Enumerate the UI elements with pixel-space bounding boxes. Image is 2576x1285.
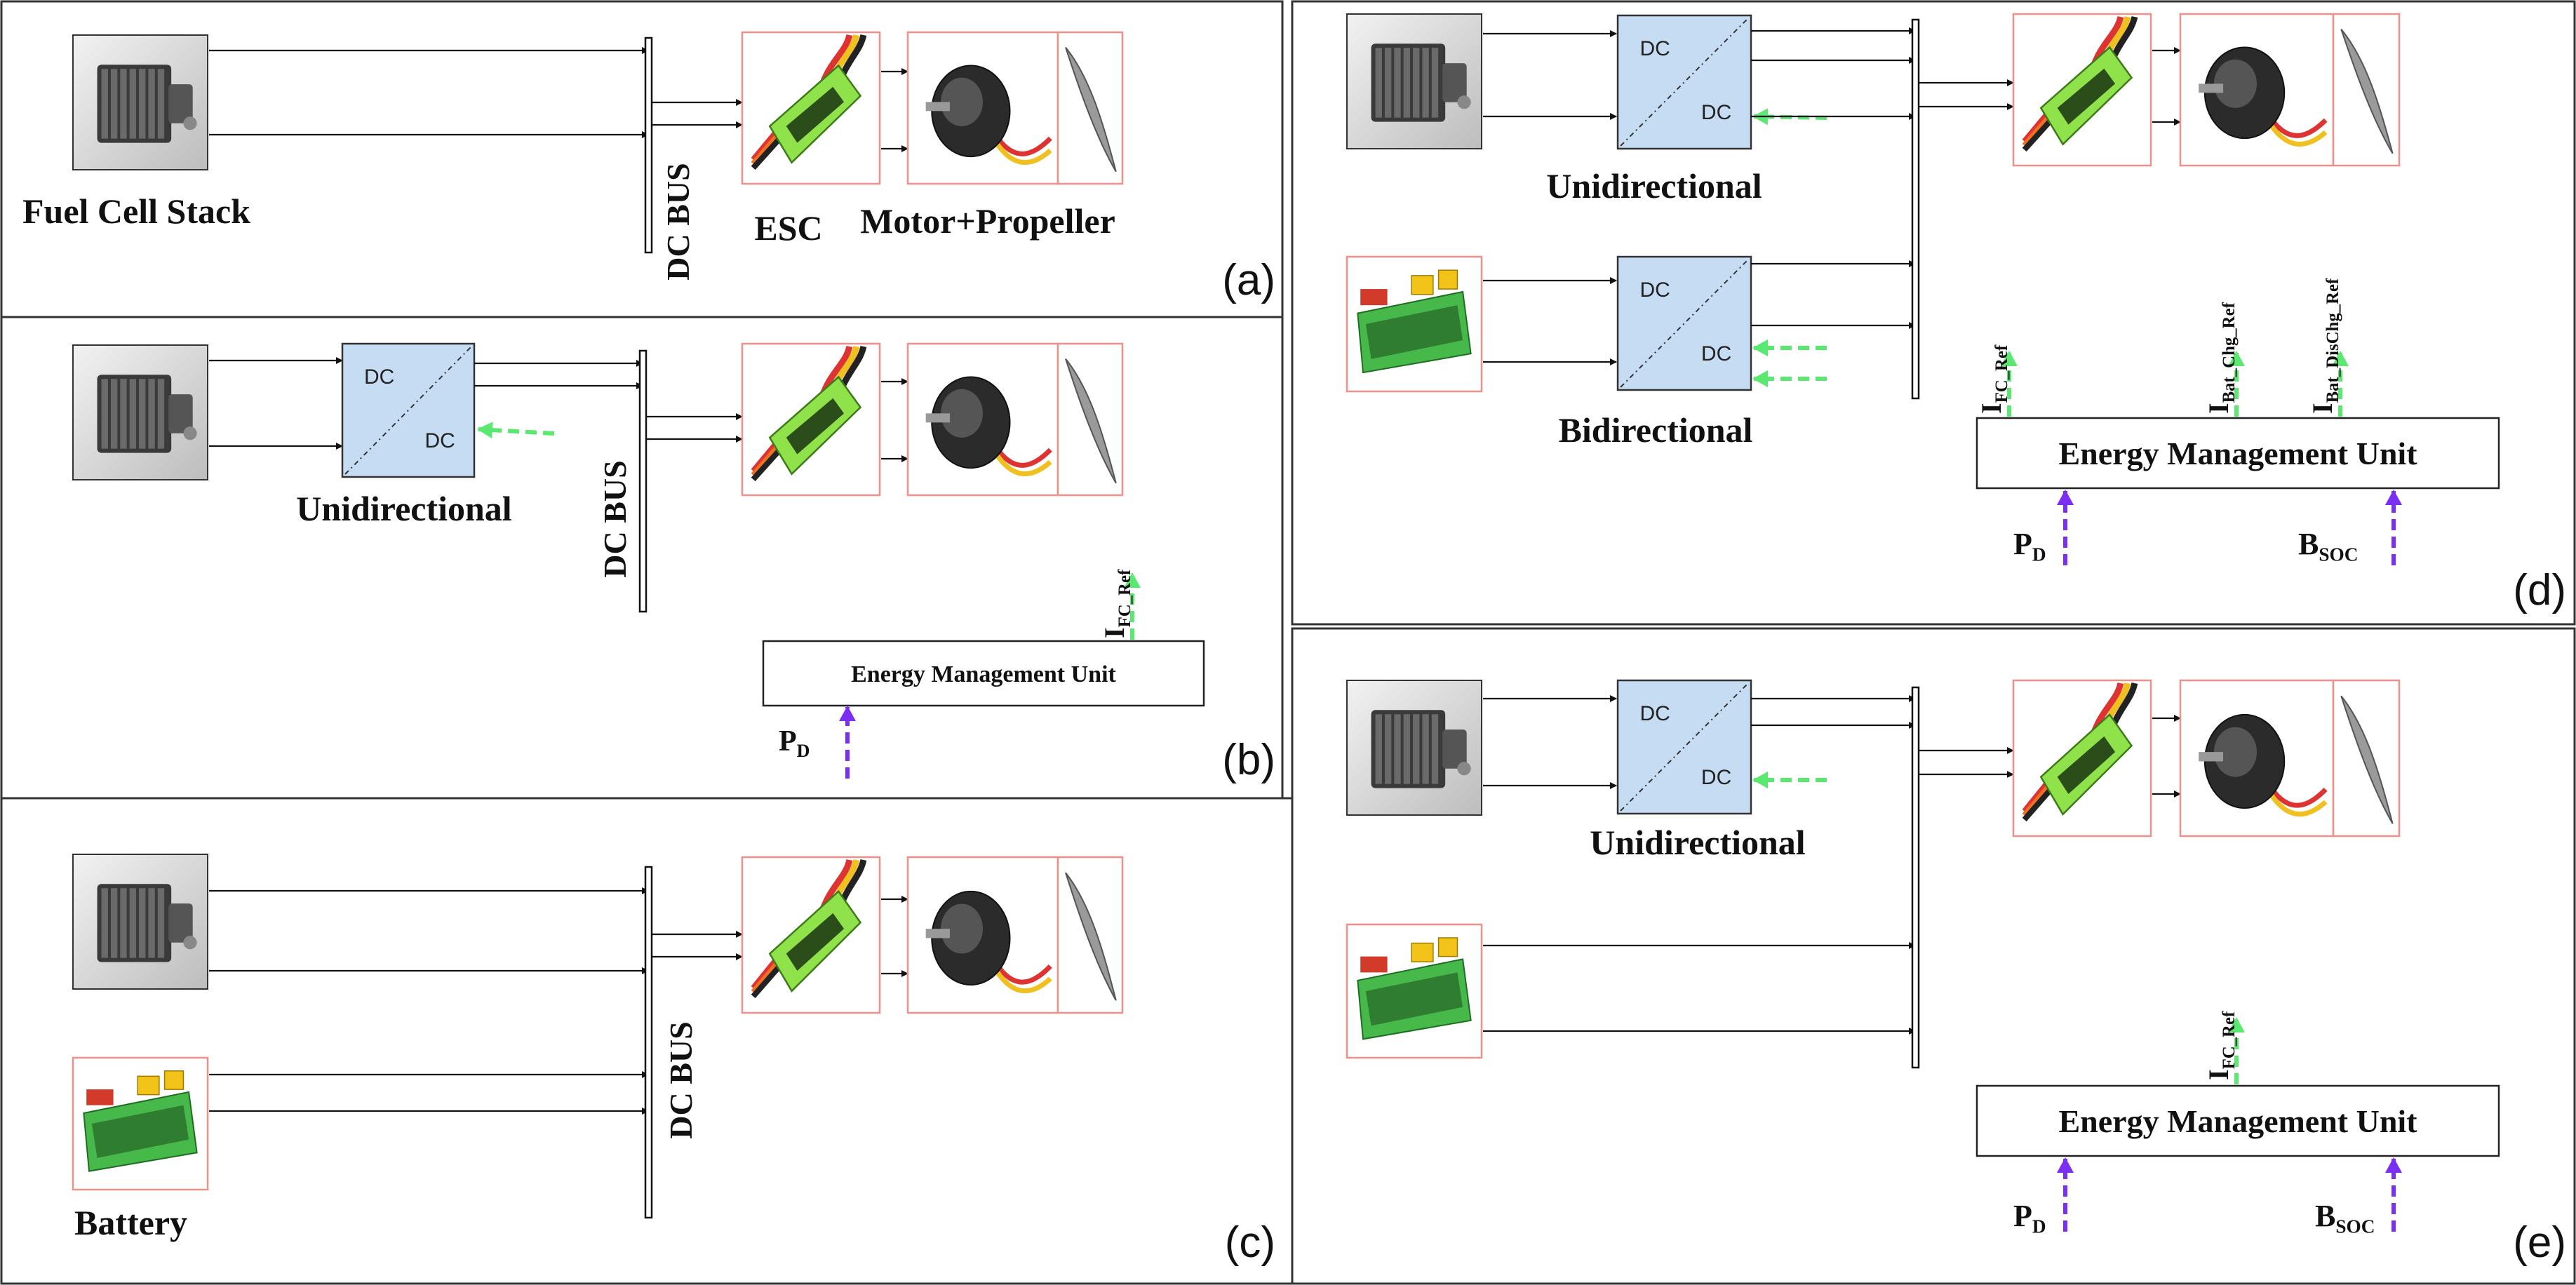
propeller-image — [1056, 856, 1124, 1014]
dc-bus-label-b: DC BUS — [597, 460, 633, 577]
esc-image — [2012, 13, 2152, 167]
esc-image — [2012, 679, 2152, 837]
panel-letter-c: (c) — [1225, 1218, 1275, 1267]
dc-bus-a — [644, 36, 653, 254]
dc-dc-converter-d2: DC DC — [1616, 255, 1752, 391]
esc-image — [741, 31, 881, 185]
converter-label-d2: Bidirectional — [1559, 410, 1753, 450]
fuel-cell-stack-image — [72, 344, 208, 480]
motor-propeller-label: Motor+Propeller — [860, 201, 1115, 241]
ibat-chg-label-d: IBat_Chg_Ref — [2203, 302, 2239, 414]
emu-label-b: Energy Management Unit — [851, 661, 1116, 687]
converter-label-e: Unidirectional — [1590, 823, 1806, 862]
fuel-cell-label: Fuel Cell Stack — [22, 191, 250, 231]
converter-dc-in: DC — [1640, 278, 1670, 302]
dc-bus-label-c: DC BUS — [663, 1021, 699, 1138]
bsoc-label-d: BSOC — [2298, 527, 2358, 565]
motor-image — [906, 856, 1059, 1014]
energy-management-unit — [1975, 1084, 2500, 1157]
dc-dc-converter-d1: DC DC — [1616, 14, 1752, 150]
pd-label-e: PD — [2013, 1199, 2046, 1237]
panel-letter-e: (e) — [2513, 1218, 2566, 1267]
propeller-image — [1056, 31, 1124, 185]
ibat-dischg-label-d: IBat_DisChg_Ref — [2307, 278, 2342, 414]
ifc-ref-label-d: IFC_Ref — [1975, 344, 2011, 414]
fuel-cell-stack-image — [1346, 680, 1482, 816]
converter-dc-in: DC — [364, 365, 394, 389]
panel-letter-b: (b) — [1222, 736, 1275, 784]
battery-image — [1346, 255, 1483, 393]
motor-image — [2179, 13, 2335, 167]
converter-dc-in: DC — [1640, 702, 1670, 725]
energy-management-unit — [762, 640, 1205, 707]
control-signal-b — [477, 422, 555, 439]
propeller-image — [1056, 342, 1124, 497]
battery-image — [1346, 923, 1483, 1059]
motor-image — [906, 31, 1059, 185]
pd-label-b: PD — [779, 725, 810, 761]
esc-image — [741, 342, 881, 497]
panel-d-frame — [1291, 0, 2576, 626]
esc-label: ESC — [754, 208, 822, 248]
ifc-ref-label-e: IFC_Ref — [2203, 1011, 2239, 1080]
motor-image — [906, 342, 1059, 497]
panel-e-frame — [1291, 627, 2576, 1285]
propeller-image — [2332, 679, 2401, 837]
pd-label-d: PD — [2013, 527, 2046, 565]
fuel-cell-stack-image — [1346, 13, 1482, 149]
motor-image — [2179, 679, 2335, 837]
panel-letter-a: (a) — [1222, 256, 1275, 304]
converter-dc-out: DC — [1701, 766, 1731, 789]
converter-label-b: Unidirectional — [296, 489, 512, 528]
esc-image — [741, 856, 881, 1014]
dc-bus-d — [1911, 18, 1920, 400]
fuel-cell-stack-image — [72, 34, 208, 170]
dc-dc-converter-b: DC DC — [341, 342, 476, 478]
ifc-ref-label-b: IFC_Ref — [1099, 569, 1134, 638]
dc-bus-label-a: DC BUS — [660, 163, 696, 280]
energy-management-unit — [1975, 417, 2500, 490]
battery-label: Battery — [74, 1203, 187, 1242]
bsoc-label-e: BSOC — [2315, 1199, 2375, 1237]
converter-label-d1: Unidirectional — [1546, 166, 1762, 206]
converter-dc-out: DC — [1701, 342, 1731, 365]
converter-dc-out: DC — [1701, 101, 1731, 124]
panel-letter-d: (d) — [2513, 566, 2566, 614]
fuel-cell-stack-image — [72, 854, 208, 990]
emu-label-e: Energy Management Unit — [2058, 1103, 2417, 1139]
dc-bus-e — [1911, 686, 1920, 1069]
propeller-image — [2332, 13, 2401, 167]
dc-bus-b — [638, 349, 648, 613]
battery-image — [72, 1056, 209, 1191]
emu-label-d: Energy Management Unit — [2058, 436, 2417, 471]
dc-bus-c — [644, 866, 653, 1219]
converter-dc-out: DC — [424, 429, 455, 452]
dc-dc-converter-e: DC DC — [1616, 679, 1752, 815]
converter-dc-in: DC — [1640, 37, 1670, 60]
